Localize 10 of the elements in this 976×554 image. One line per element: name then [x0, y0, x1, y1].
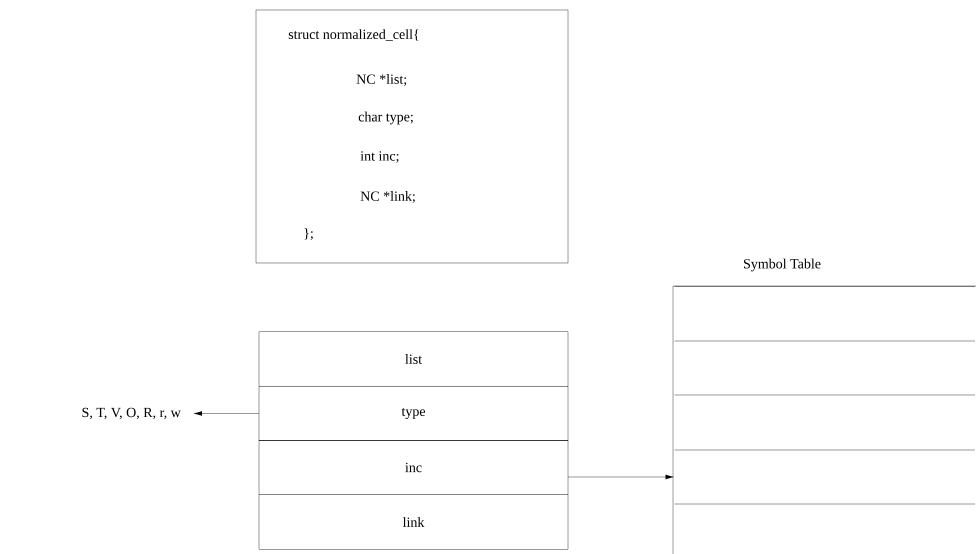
- struct-box: struct normalized_cell{ NC *list; char type; int inc; NC *link; };: [256, 10, 568, 264]
- arrow: [568, 474, 674, 480]
- record-cell: type: [258, 386, 568, 441]
- table-title: Symbol Table: [744, 258, 821, 272]
- symbol-table: [672, 286, 976, 554]
- arrow: [194, 411, 260, 416]
- record-cell: inc: [258, 440, 568, 495]
- value-list-text: S, T, V, O, R, r, w: [82, 408, 181, 420]
- record-cell: list: [258, 332, 568, 386]
- record-cell: link: [258, 494, 568, 550]
